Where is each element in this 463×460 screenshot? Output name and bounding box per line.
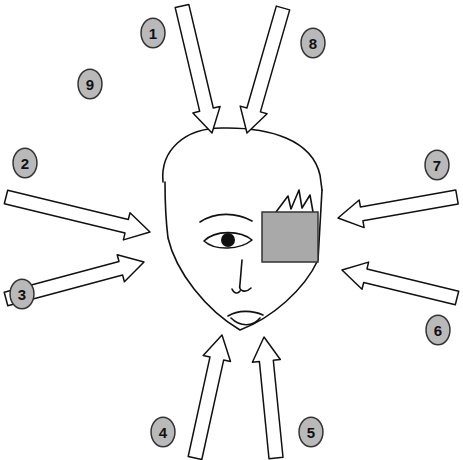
callout-circle: 1	[140, 17, 166, 49]
callout-number: 2	[21, 155, 29, 172]
head-outline	[163, 128, 322, 190]
block-arrow	[4, 190, 150, 240]
hair-fringe	[276, 190, 313, 212]
callout-number: 3	[18, 286, 26, 303]
callout-circle: 3	[9, 278, 35, 310]
callout-number: 7	[433, 157, 441, 174]
block-arrow	[175, 4, 220, 133]
block-arrow	[342, 262, 459, 305]
callout-number: 4	[159, 424, 167, 441]
callout-shape	[141, 18, 165, 47]
callout-shape	[151, 417, 175, 446]
eyebrow	[200, 214, 252, 222]
callout-circle: 7	[424, 149, 450, 181]
block-arrow	[338, 190, 458, 228]
mouth	[228, 311, 263, 324]
eye	[204, 233, 252, 248]
eye-patch	[262, 212, 318, 262]
callout-shape	[299, 417, 323, 446]
callout-number: 5	[307, 424, 315, 441]
callout-circle: 8	[300, 27, 326, 59]
callout-circle: 2	[12, 147, 38, 179]
face-outline	[165, 182, 322, 330]
callout-number: 6	[434, 322, 442, 339]
callout-shape	[10, 279, 34, 308]
callout-shape	[301, 28, 325, 57]
callout-number: 8	[309, 35, 317, 52]
callout-shape	[78, 69, 102, 98]
callout-circle: 5	[298, 416, 324, 448]
callout-circle: 9	[77, 68, 103, 100]
block-arrow	[252, 337, 283, 459]
nose	[232, 260, 251, 293]
callout-number: 9	[86, 76, 94, 93]
callout-shape	[13, 148, 37, 177]
pupil	[221, 233, 235, 247]
callout-circle: 4	[150, 416, 176, 448]
callout-number: 1	[149, 25, 157, 42]
callout-circle: 6	[425, 314, 451, 346]
callout-shape	[426, 315, 450, 344]
block-arrow	[188, 335, 230, 460]
callout-shape	[425, 150, 449, 179]
block-arrow	[240, 6, 290, 133]
